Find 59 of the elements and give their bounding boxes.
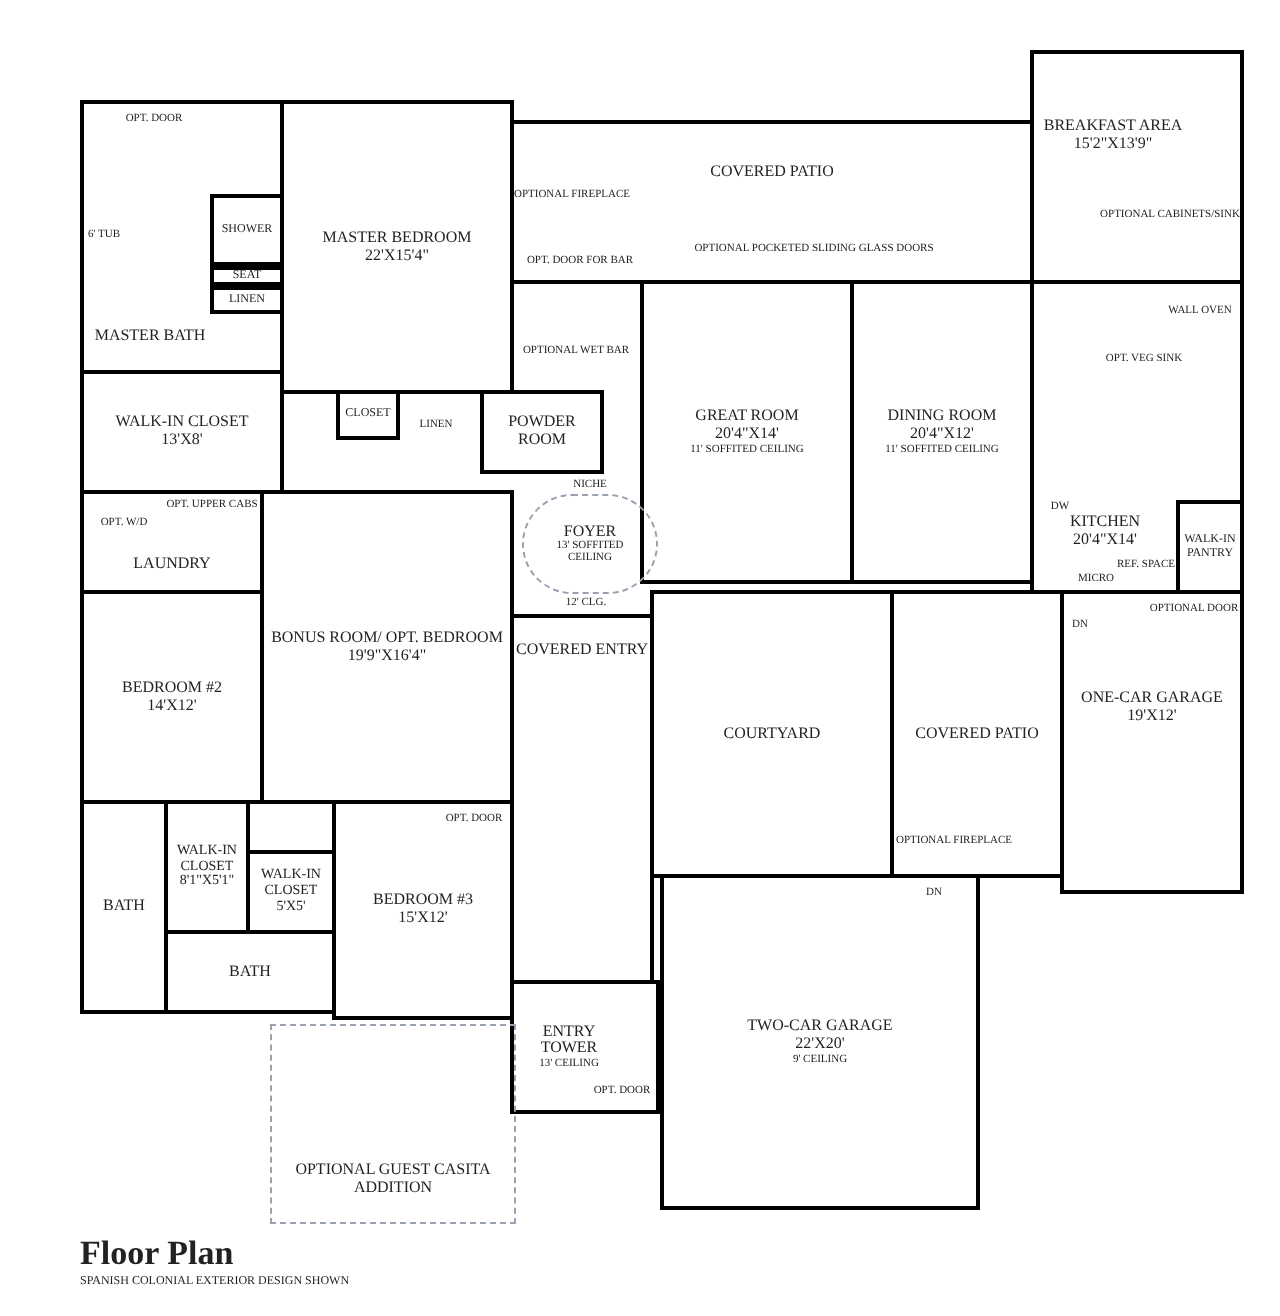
room-label: OPTIONAL GUEST CASITA ADDITION — [293, 1162, 493, 1198]
room-outline — [260, 490, 514, 804]
pantry-outline — [1176, 500, 1244, 594]
room-label: ONE-CAR GARAGE — [1081, 690, 1223, 708]
room-outline — [80, 100, 284, 374]
room-outline — [80, 590, 264, 804]
garage-outline — [1060, 590, 1244, 894]
room-label: WALK-IN CLOSET — [115, 414, 249, 432]
room-label: 15'2"X13'9" — [1073, 135, 1153, 154]
room-outline — [510, 614, 654, 984]
room-outline — [80, 800, 168, 1014]
room-outline — [650, 590, 894, 878]
room-label: 15'X12' — [398, 910, 448, 928]
room-label: BATH — [229, 963, 271, 981]
shower-outline — [210, 194, 284, 266]
room-label: 13'X8' — [161, 432, 203, 450]
room-label: KITCHEN — [1069, 514, 1141, 533]
room-label: ENTRY TOWER — [538, 1023, 600, 1058]
room-label: POWDER ROOM — [506, 414, 578, 450]
closet-outline — [336, 390, 400, 440]
room-label: 20'4"X12' — [910, 425, 974, 444]
room-outline — [480, 390, 604, 474]
room-label: 20'4"X14' — [1073, 532, 1137, 550]
garage-outline — [660, 874, 980, 1210]
room-label: 14'X12' — [147, 697, 197, 715]
room-label: GREAT ROOM — [695, 408, 799, 426]
room-outline — [332, 800, 514, 1020]
patio-outline — [510, 120, 1034, 284]
room-label: MASTER BATH — [94, 328, 206, 346]
patio-outline — [890, 590, 1064, 878]
room-outline — [280, 100, 514, 394]
room-label: 19'9"X16'4" — [347, 647, 427, 665]
room-label: BONUS ROOM/ OPT. BEDROOM — [271, 629, 503, 647]
room-label: BREAKFAST AREA — [1043, 118, 1183, 136]
room-label: 20'4"X14' — [715, 425, 779, 444]
room-label: 22'X20' — [795, 1035, 845, 1054]
room-label: BATH — [103, 898, 145, 916]
room-label: FOYER — [563, 523, 617, 540]
room-outline — [1030, 280, 1244, 594]
room-label: MASTER BEDROOM — [322, 229, 472, 247]
room-label: BEDROOM #2 — [121, 679, 222, 697]
room-label: TWO-CAR GARAGE — [747, 1018, 893, 1036]
room-label: 19'X12' — [1127, 707, 1177, 726]
room-outline — [510, 980, 660, 1114]
room-label: BEDROOM #3 — [372, 892, 473, 910]
room-label: COVERED PATIO — [915, 725, 1039, 743]
room-label: 22'X15'4" — [365, 247, 429, 265]
seat-outline — [210, 266, 284, 286]
room-label: COVERED ENTRY — [516, 642, 648, 660]
room-outline — [80, 370, 284, 494]
room-outline — [640, 280, 854, 584]
room-label: LAUNDRY — [133, 556, 211, 574]
room-label: COURTYARD — [723, 725, 821, 743]
room-label: DINING ROOM — [887, 408, 997, 426]
room-outline — [1030, 50, 1244, 284]
addition-outline — [270, 1024, 516, 1224]
linen-outline — [210, 286, 284, 314]
room-label: COVERED PATIO — [710, 164, 834, 182]
plan-title: Floor Plan — [80, 1236, 234, 1270]
